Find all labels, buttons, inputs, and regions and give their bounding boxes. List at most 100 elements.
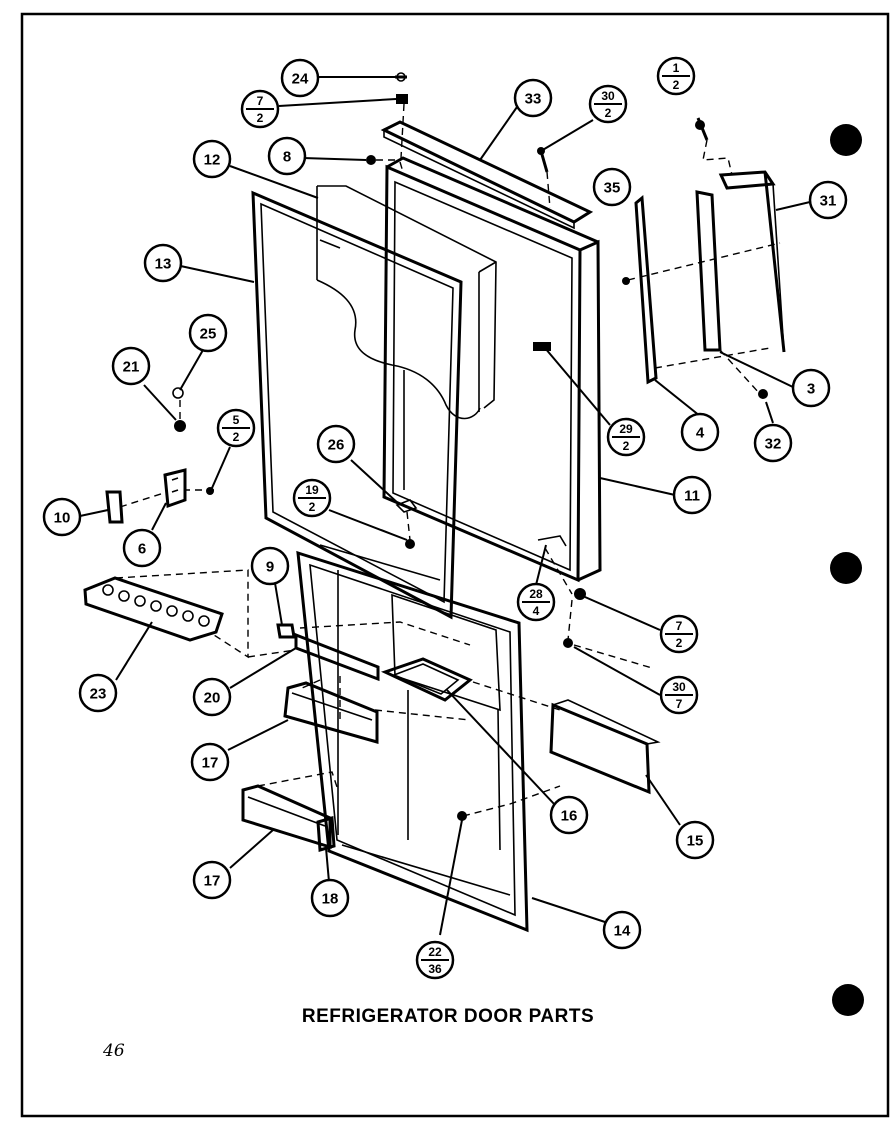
callout-part-number: 35	[604, 180, 621, 197]
callout-circle	[188, 313, 228, 353]
callout-part-number: 10	[54, 510, 71, 527]
part-23-egg-tray	[83, 576, 224, 642]
callout-c12: 12	[192, 139, 232, 179]
callout-circle	[513, 78, 553, 118]
leader-lines	[79, 76, 811, 936]
callout-part-number: 12	[204, 152, 221, 169]
page-border	[20, 12, 890, 1118]
callout-circle	[267, 136, 307, 176]
callout-circle	[680, 412, 720, 452]
callout-part-number: 19	[305, 483, 319, 497]
callout-c3: 3	[791, 368, 831, 408]
callout-quantity: 4	[533, 604, 540, 618]
callout-c15: 15	[675, 820, 715, 860]
callout-circle	[280, 58, 320, 98]
callout-part-number: 26	[328, 437, 345, 454]
callout-quantity: 2	[673, 78, 680, 92]
callout-part-number: 6	[138, 541, 146, 558]
part-18-bin-end	[316, 816, 336, 852]
binder-hole-middle	[830, 552, 862, 584]
callout-c20: 20	[192, 677, 232, 717]
callout-c4: 4	[680, 412, 720, 452]
callout-part-number: 8	[283, 149, 291, 166]
callout-part-number: 9	[266, 559, 274, 576]
callout-c26: 26	[316, 424, 356, 464]
callout-circle	[111, 346, 151, 386]
part-6-bracket	[163, 468, 187, 509]
part-11-outer-door	[382, 156, 602, 583]
callout-c25: 25	[188, 313, 228, 353]
callout-c10: 10	[42, 497, 82, 537]
callout-quantity: 2	[605, 106, 612, 120]
callout-c17-top: 17	[190, 742, 230, 782]
callout-part-number: 13	[155, 256, 172, 273]
callout-part-number: 18	[322, 891, 339, 908]
part-4-side-channel	[634, 194, 658, 385]
page-number: 46	[103, 1041, 125, 1061]
part-14-lower-door-liner	[296, 544, 529, 933]
callout-circle	[192, 860, 232, 900]
part-33-top-trim	[380, 120, 594, 230]
callout-circle	[78, 673, 118, 713]
callout-c23: 23	[78, 673, 118, 713]
callout-c5-2: 52	[216, 408, 256, 448]
callout-c7-2-bot: 72	[659, 614, 699, 654]
callout-c11: 11	[672, 475, 712, 515]
callout-part-number: 23	[90, 686, 107, 703]
callout-part-number: 24	[292, 71, 309, 88]
diagram-title: REFRIGERATOR DOOR PARTS	[301, 1006, 595, 1027]
callout-part-number: 16	[561, 808, 578, 825]
callout-c16: 16	[549, 795, 589, 835]
callout-part-number: 17	[204, 873, 221, 890]
callout-part-number: 14	[614, 923, 631, 940]
callout-c28-4: 284	[516, 582, 556, 622]
binder-hole-bottom	[832, 984, 864, 1016]
callout-circle	[190, 742, 230, 782]
callout-part-number: 3	[807, 381, 815, 398]
callout-part-number: 22	[428, 945, 442, 959]
part-31-hinge	[718, 170, 786, 353]
callout-c24: 24	[280, 58, 320, 98]
callout-circle	[42, 497, 82, 537]
callout-c1-2: 12	[656, 56, 696, 96]
callout-c35: 35	[592, 167, 632, 207]
callout-part-number: 11	[684, 488, 700, 505]
callout-c32: 32	[753, 423, 793, 463]
callout-circle	[316, 424, 356, 464]
callout-part-number: 30	[672, 680, 686, 694]
callout-part-number: 25	[200, 326, 217, 343]
callout-c30-7: 307	[659, 675, 699, 715]
callout-quantity: 2	[233, 430, 240, 444]
callout-c17-bot: 17	[192, 860, 232, 900]
part-9-clip	[276, 623, 296, 639]
callout-part-number: 31	[820, 193, 837, 210]
part-16-dairy-shelf	[380, 657, 473, 702]
callout-circle	[143, 243, 183, 283]
callout-circle	[310, 878, 350, 918]
callout-part-number: 29	[619, 422, 633, 436]
callout-quantity: 2	[623, 439, 630, 453]
callout-c6: 6	[122, 528, 162, 568]
callout-part-number: 1	[673, 61, 680, 75]
part-10-shim	[105, 490, 124, 524]
callout-c8: 8	[267, 136, 307, 176]
callout-circle	[592, 167, 632, 207]
part-20-retainer-bar	[294, 632, 380, 682]
callout-part-number: 17	[202, 755, 219, 772]
callout-circle	[808, 180, 848, 220]
callout-part-number: 20	[204, 690, 221, 707]
callout-c13: 13	[143, 243, 183, 283]
part-13-door-gasket	[251, 190, 463, 620]
callout-quantity: 36	[428, 962, 442, 976]
callout-part-number: 32	[765, 436, 782, 453]
callout-circle	[602, 910, 642, 950]
callout-circle	[122, 528, 162, 568]
callout-c33: 33	[513, 78, 553, 118]
callout-c21: 21	[111, 346, 151, 386]
callout-quantity: 2	[257, 111, 264, 125]
callout-circle	[549, 795, 589, 835]
callout-part-number: 7	[676, 619, 683, 633]
binder-hole-top	[830, 124, 862, 156]
